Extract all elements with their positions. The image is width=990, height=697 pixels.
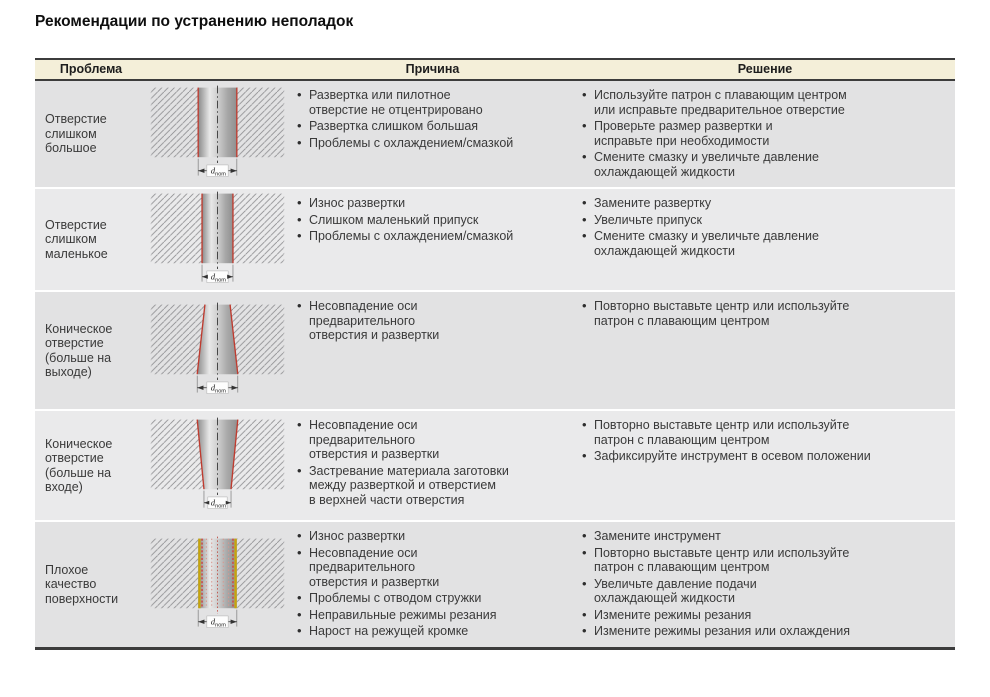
header-cell-cause: Причина bbox=[290, 60, 575, 79]
cause-item: Несовпадение оси предварительного отверс… bbox=[296, 417, 565, 462]
solution-item: Повторно выставьте центр или используйте… bbox=[581, 298, 945, 328]
dnom-label-sub: nom bbox=[215, 277, 226, 283]
header-cell-solution: Решение bbox=[575, 60, 955, 79]
solution-list: Замените инструмент Повторно выставьте ц… bbox=[575, 522, 955, 647]
solution-item: Смените смазку и увеличьте давление охла… bbox=[581, 149, 945, 179]
dnom-label-base: d bbox=[211, 271, 216, 281]
cause-list: Несовпадение оси предварительного отверс… bbox=[290, 292, 575, 351]
hole-undersized-diagram: d nom bbox=[150, 191, 285, 283]
solution-item: Повторно выставьте центр или используйте… bbox=[581, 417, 945, 447]
dnom-label-sub: nom bbox=[215, 171, 226, 177]
problem-figure-cell: d nom bbox=[145, 411, 290, 520]
cause-item: Застревание материала заготовки между ра… bbox=[296, 463, 565, 508]
cause-item: Проблемы с охлаждением/смазкой bbox=[296, 228, 565, 244]
cause-item: Несовпадение оси предварительного отверс… bbox=[296, 298, 565, 343]
cause-item: Неправильные режимы резания bbox=[296, 607, 565, 623]
header-solution-label: Решение bbox=[737, 62, 793, 76]
workpiece-hatch bbox=[150, 193, 285, 263]
dnom-label-base: d bbox=[211, 382, 216, 392]
problem-figure-cell: d nom bbox=[145, 292, 290, 409]
dnom-label-sub: nom bbox=[215, 388, 226, 394]
cause-item: Развертка слишком большая bbox=[296, 118, 565, 134]
tapered-hole-entry-diagram: d nom bbox=[150, 417, 285, 509]
problem-label: Плохое качество поверхности bbox=[45, 562, 119, 606]
workpiece-hatch bbox=[150, 419, 285, 489]
solution-item: Зафиксируйте инструмент в осевом положен… bbox=[581, 448, 945, 464]
solution-item: Смените смазку и увеличьте давление охла… bbox=[581, 228, 945, 258]
solution-item: Используйте патрон с плавающим центром и… bbox=[581, 87, 945, 117]
dimension-dnom: d nom bbox=[197, 609, 238, 628]
dnom-label-base: d bbox=[211, 166, 216, 176]
solution-list: Используйте патрон с плавающим центром и… bbox=[575, 81, 955, 187]
page-title: Рекомендации по устранению неполадок bbox=[35, 13, 354, 30]
solution-item: Увеличьте давление подачи охлаждающей жи… bbox=[581, 576, 945, 606]
dimension-dnom: d nom bbox=[201, 264, 234, 283]
dnom-label-sub: nom bbox=[215, 622, 226, 628]
cause-item: Износ развертки bbox=[296, 528, 565, 544]
solution-item: Измените режимы резания или охлаждения bbox=[581, 623, 945, 639]
cause-item: Проблемы с отводом стружки bbox=[296, 590, 565, 606]
cause-item: Развертка или пилотное отверстие не отце… bbox=[296, 87, 565, 117]
workpiece-hatch bbox=[150, 538, 285, 608]
cause-item: Износ развертки bbox=[296, 195, 565, 211]
cause-list: Развертка или пилотное отверстие не отце… bbox=[290, 81, 575, 158]
solution-list: Повторно выставьте центр или используйте… bbox=[575, 411, 955, 472]
cause-item: Слишком маленький припуск bbox=[296, 212, 565, 228]
dimension-dnom: d nom bbox=[196, 375, 239, 394]
poor-surface-finish-diagram: d nom bbox=[150, 536, 285, 628]
dnom-label-base: d bbox=[211, 616, 216, 626]
problem-label: Коническое отверстие (больше на выходе) bbox=[45, 321, 113, 380]
header-problem-label: Проблема bbox=[59, 62, 123, 76]
cause-list: Износ развертки Слишком маленький припус… bbox=[290, 189, 575, 252]
cause-list: Несовпадение оси предварительного отверс… bbox=[290, 411, 575, 515]
solution-item: Измените режимы резания bbox=[581, 607, 945, 623]
solution-list: Повторно выставьте центр или используйте… bbox=[575, 292, 955, 336]
dimension-dnom: d nom bbox=[203, 490, 232, 509]
page: Рекомендации по устранению неполадок Про… bbox=[0, 0, 990, 650]
table-row-poor-surface: Плохое качество поверхности bbox=[35, 522, 955, 647]
cause-list: Износ развертки Несовпадение оси предвар… bbox=[290, 522, 575, 647]
problem-figure-cell: d nom bbox=[145, 522, 290, 647]
solution-item: Замените инструмент bbox=[581, 528, 945, 544]
solution-item: Проверьте размер развертки и исправьте п… bbox=[581, 118, 945, 148]
header-cell-problem: Проблема bbox=[35, 60, 290, 79]
hole-oversized-diagram: d nom bbox=[150, 85, 285, 177]
dnom-label-sub: nom bbox=[215, 503, 226, 509]
table-header-row: Проблема Причина Решение bbox=[35, 60, 955, 81]
table-row-taper-entry: Коническое отверстие (больше на входе) bbox=[35, 411, 955, 520]
problem-label: Отверстие слишком большое bbox=[45, 112, 107, 156]
solution-list: Замените развертку Увеличьте припуск Сме… bbox=[575, 189, 955, 266]
solution-item: Повторно выставьте центр или используйте… bbox=[581, 545, 945, 575]
troubleshooting-table: Проблема Причина Решение Отверстие слишк… bbox=[35, 58, 955, 650]
dimension-dnom: d nom bbox=[197, 158, 238, 177]
problem-figure-cell: d nom bbox=[145, 81, 290, 187]
tapered-hole-exit-diagram: d nom bbox=[150, 302, 285, 394]
problem-label: Коническое отверстие (больше на входе) bbox=[45, 436, 113, 495]
cause-item: Проблемы с охлаждением/смазкой bbox=[296, 135, 565, 151]
problem-figure-cell: d nom bbox=[145, 189, 290, 290]
workpiece-hatch bbox=[150, 304, 285, 374]
table-row-hole-oversized: Отверстие слишком большое bbox=[35, 81, 955, 187]
solution-item: Замените развертку bbox=[581, 195, 945, 211]
table-row-hole-undersized: Отверстие слишком маленькое bbox=[35, 189, 955, 290]
table-row-taper-exit: Коническое отверстие (больше на выходе) bbox=[35, 292, 955, 409]
solution-item: Увеличьте припуск bbox=[581, 212, 945, 228]
header-cause-label: Причина bbox=[405, 62, 460, 76]
problem-label: Отверстие слишком маленькое bbox=[45, 217, 108, 261]
dnom-label-base: d bbox=[211, 497, 216, 507]
workpiece-hatch bbox=[150, 87, 285, 158]
cause-item: Несовпадение оси предварительного отверс… bbox=[296, 545, 565, 590]
cause-item: Нарост на режущей кромке bbox=[296, 623, 565, 639]
